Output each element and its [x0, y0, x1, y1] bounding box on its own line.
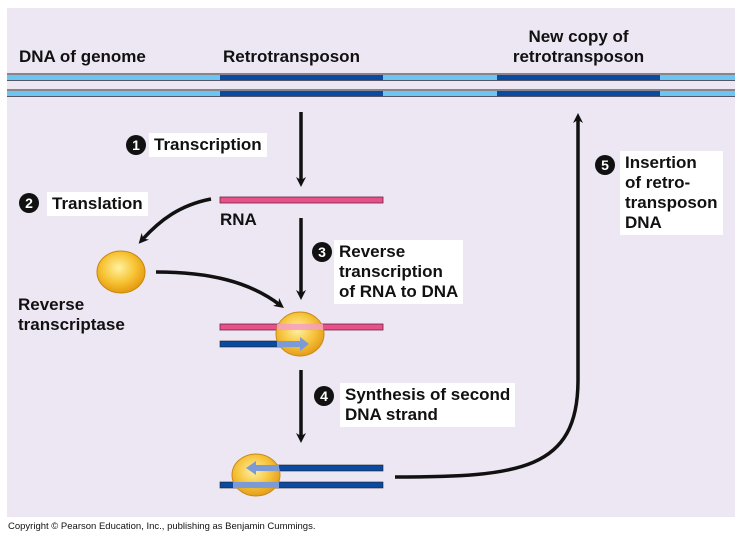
genome-dna-segment	[660, 91, 735, 96]
genome-dna-segment	[383, 75, 497, 80]
step-3-line: of RNA to DNA	[339, 282, 459, 301]
new-copy-line2: retrotransposon	[512, 47, 645, 66]
copyright-notice: Copyright © Pearson Education, Inc., pub…	[8, 521, 316, 532]
step-5-line: transposon	[625, 193, 718, 212]
step-1-badge: 1	[126, 135, 146, 155]
genome-dna-segment	[383, 91, 497, 96]
rna-strand	[219, 196, 384, 204]
new-copy-line1: New copy of	[528, 27, 629, 46]
step-5-label: Insertion of retro- transposon DNA	[620, 151, 723, 235]
genome-dna-segment	[7, 91, 220, 96]
step-2-label: Translation	[47, 192, 148, 216]
step-4-badge: 4	[314, 386, 334, 406]
genome-dna	[7, 73, 735, 97]
step-1-label: Transcription	[149, 133, 267, 157]
dna-through-enzyme	[233, 482, 279, 488]
insertion-arrow	[394, 113, 583, 479]
reverse-transcriptase-enzyme	[96, 250, 146, 294]
step-5-line: DNA	[625, 213, 662, 232]
synthesis-direction-arrow	[277, 337, 309, 351]
dna-strand-bottom	[219, 481, 384, 489]
step-3-line: Reverse	[339, 242, 406, 261]
step-4-line: Synthesis of second	[345, 385, 511, 404]
step-5-line: of retro-	[625, 173, 691, 192]
new-copy-segment	[497, 75, 660, 80]
rna-through-enzyme	[277, 324, 323, 330]
new-copy-label: New copy of retrotransposon	[497, 27, 660, 67]
step-5-badge: 5	[595, 155, 615, 175]
reverse-transcriptase-label: Reverse transcriptase	[18, 295, 125, 335]
dna-of-genome-label: DNA of genome	[19, 47, 146, 66]
genome-dna-segment	[660, 75, 735, 80]
rna-label: RNA	[220, 210, 257, 229]
step-5-line: Insertion	[625, 153, 697, 172]
step-4-label: Synthesis of second DNA strand	[340, 383, 516, 427]
retrotransposon-segment	[220, 91, 383, 96]
translation-arrow	[138, 197, 212, 244]
enzyme-arrow	[155, 270, 284, 309]
new-copy-segment	[497, 91, 660, 96]
step-3-line: transcription	[339, 262, 443, 281]
step-4-line: DNA strand	[345, 405, 438, 424]
enzyme-label-line1: Reverse	[18, 295, 85, 314]
step-3-badge: 3	[312, 242, 332, 262]
retrotransposon-segment	[220, 75, 383, 80]
genome-dna-segment	[7, 75, 220, 80]
step-3-label: Reverse transcription of RNA to DNA	[334, 240, 464, 304]
step-2-badge: 2	[19, 193, 39, 213]
retrotransposon-label: Retrotransposon	[223, 47, 360, 66]
second-synthesis-direction-arrow	[246, 461, 279, 475]
enzyme-label-line2: transcriptase	[18, 315, 125, 334]
